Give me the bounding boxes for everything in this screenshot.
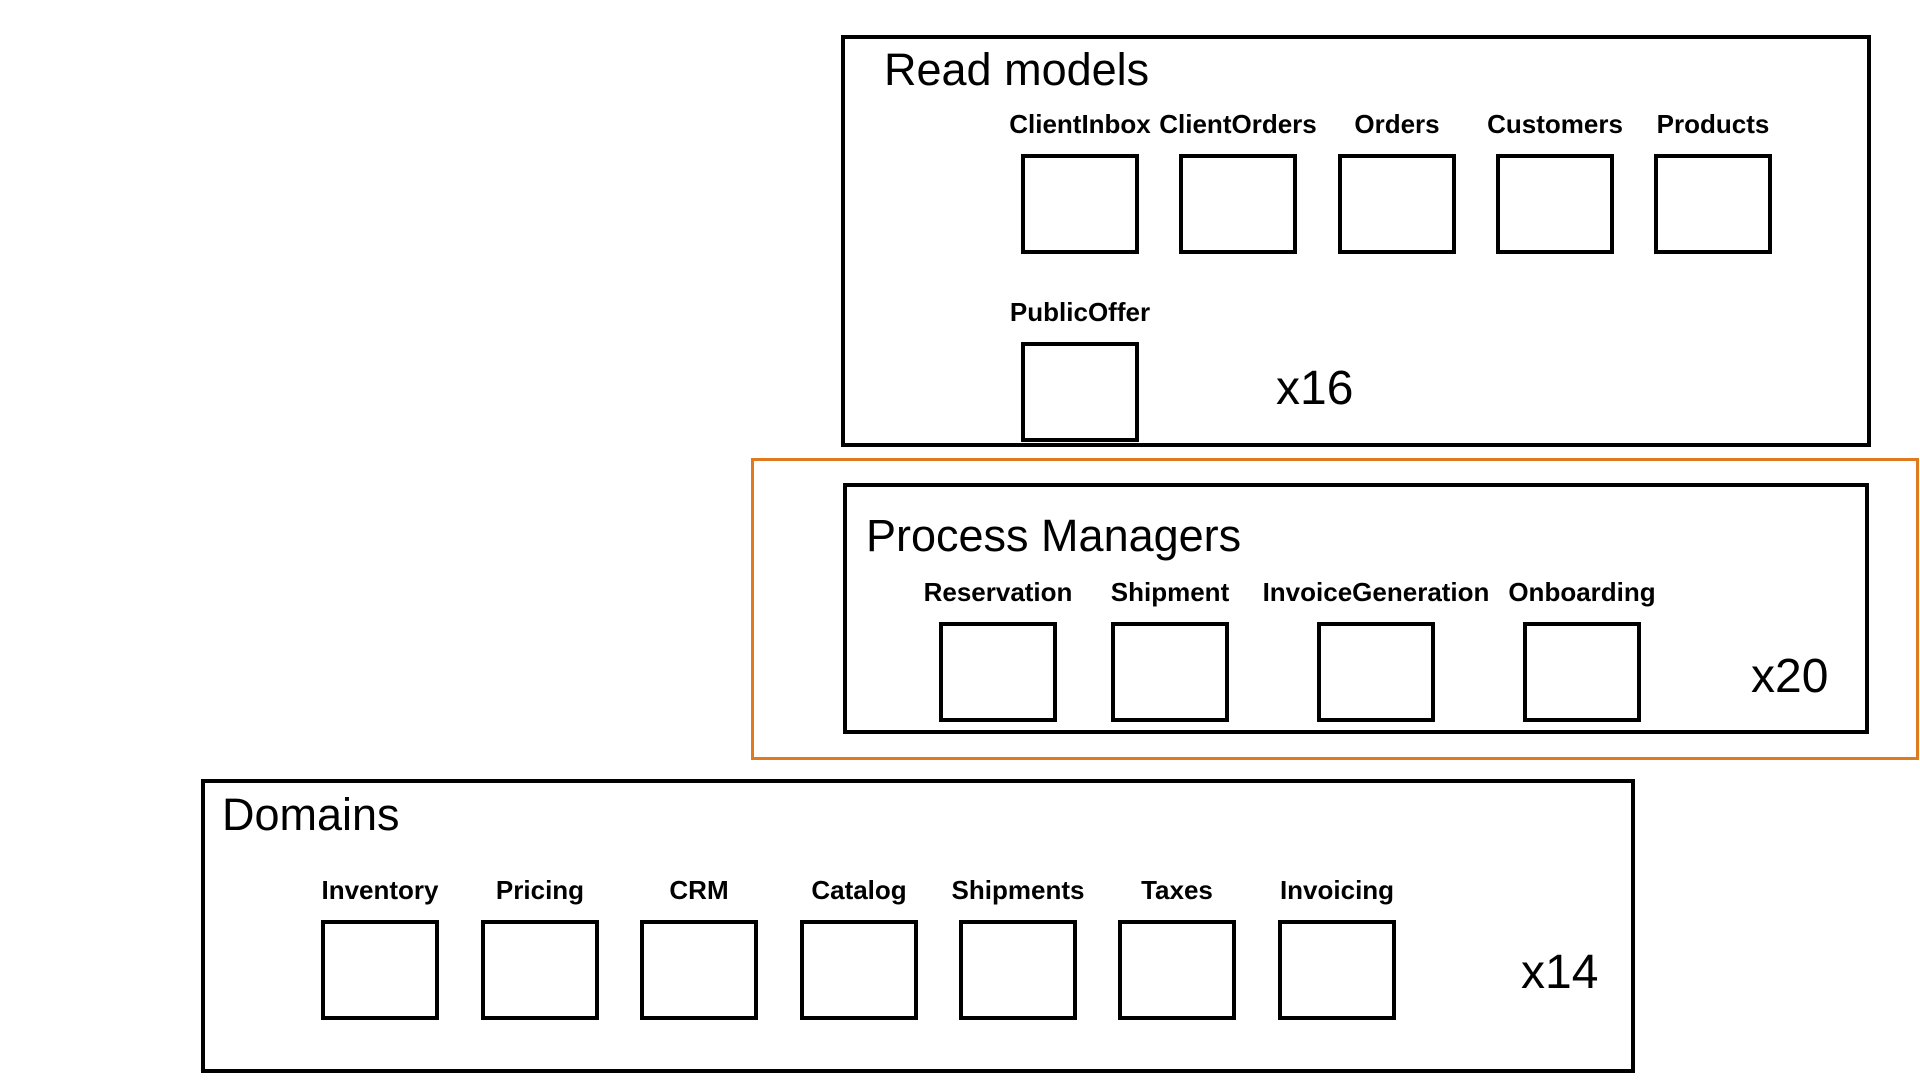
read-models-section: Read models ClientInbox ClientOrders Ord…: [841, 35, 1871, 447]
module-label: Inventory: [321, 875, 439, 905]
module-box[interactable]: [1021, 342, 1139, 442]
module-label: Shipment: [1110, 577, 1230, 607]
process-managers-title: Process Managers: [866, 510, 1242, 561]
module-box[interactable]: [800, 920, 918, 1020]
module-label: Products: [1656, 109, 1770, 139]
module-box[interactable]: [321, 920, 439, 1020]
module-box[interactable]: [1338, 154, 1456, 254]
domains-count: x14: [1521, 946, 1599, 999]
module-label: PublicOffer: [1009, 297, 1151, 327]
process-managers-section: Process Managers Reservation Shipment In…: [843, 483, 1869, 734]
module-box[interactable]: [1317, 622, 1435, 722]
module-label: InvoiceGeneration: [1262, 577, 1490, 607]
module-label: Pricing: [495, 875, 585, 905]
domains-title: Domains: [222, 789, 400, 840]
module-box[interactable]: [1179, 154, 1297, 254]
process-managers-count: x20: [1751, 650, 1829, 703]
module-label: ClientOrders: [1159, 109, 1317, 139]
module-label: Customers: [1487, 109, 1623, 139]
module-label: CRM: [669, 875, 729, 905]
module-box[interactable]: [939, 622, 1057, 722]
module-label: Shipments: [951, 875, 1085, 905]
domains-section: Domains Inventory Pricing CRM Catalog Sh…: [201, 779, 1635, 1073]
module-label: Invoicing: [1279, 875, 1395, 905]
module-label: ClientInbox: [1009, 109, 1151, 139]
module-box[interactable]: [1021, 154, 1139, 254]
module-label: Orders: [1354, 109, 1440, 139]
module-label: Taxes: [1141, 875, 1213, 905]
module-label: Reservation: [923, 577, 1073, 607]
read-models-title: Read models: [884, 44, 1150, 95]
module-box[interactable]: [1111, 622, 1229, 722]
module-box[interactable]: [1523, 622, 1641, 722]
read-models-count: x16: [1276, 362, 1354, 415]
module-box[interactable]: [1118, 920, 1236, 1020]
module-label: Catalog: [811, 875, 907, 905]
process-managers-highlight: [751, 458, 1919, 760]
module-box[interactable]: [1496, 154, 1614, 254]
module-box[interactable]: [1654, 154, 1772, 254]
module-box[interactable]: [1278, 920, 1396, 1020]
module-box[interactable]: [640, 920, 758, 1020]
module-box[interactable]: [959, 920, 1077, 1020]
module-box[interactable]: [481, 920, 599, 1020]
module-label: Onboarding: [1508, 577, 1656, 607]
